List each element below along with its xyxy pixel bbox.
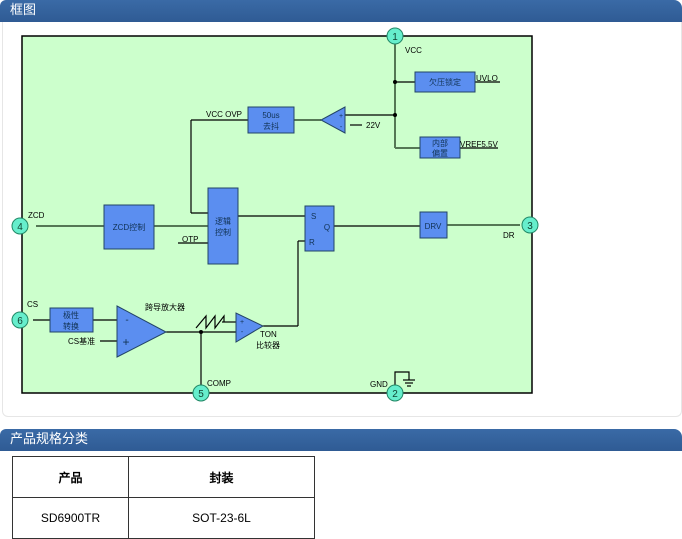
pin-2-number: 2: [392, 389, 398, 400]
vcc-label: VCC: [405, 46, 422, 55]
debounce-block: [247, 106, 295, 134]
cs-pin-label: CS: [27, 300, 38, 309]
cs-ref-label: CS基准: [68, 336, 95, 346]
spec-table: 产品 封装 SD6900TR SOT-23-6L: [12, 456, 315, 539]
pin-4: [11, 217, 29, 235]
ovp-plus: +: [339, 113, 343, 120]
uvlo-signal: UVLO: [476, 74, 498, 83]
amp-minus: -: [125, 315, 128, 326]
ton-label-1: TON: [260, 330, 277, 339]
ton-plus: +: [240, 319, 244, 326]
bias-label-2: 偏置: [432, 148, 448, 158]
cell-package: SOT-23-6L: [128, 497, 315, 539]
uvlo-block: [414, 71, 476, 93]
block-diagram-title: 框图: [10, 3, 37, 18]
table-row: SD6900TR SOT-23-6L: [12, 497, 315, 539]
dr-pin-label: DR: [503, 231, 515, 240]
pin-2: [386, 384, 404, 402]
pin-3-number: 3: [527, 221, 533, 232]
latch-s-label: S: [311, 212, 316, 221]
vref-signal: VREF5.5V: [460, 140, 498, 149]
ton-label-2: 比较器: [256, 340, 280, 350]
amp-plus: +: [122, 335, 129, 349]
drv-block: [419, 211, 448, 239]
spec-table-header: 产品 封装: [12, 456, 315, 498]
polarity-convert-block: [49, 307, 94, 333]
spec-section-header: 产品规格分类: [0, 429, 682, 451]
header-product: 产品: [12, 456, 129, 498]
vcc-ovp-label: VCC OVP: [206, 110, 242, 119]
block-diagram: 欠压锁定 内部 偏置 50us 去抖 ZCD控制 逻辑 控制 DRV 极性 转换…: [11, 27, 539, 402]
polarity-label-1: 极性: [63, 310, 79, 320]
pin-5-number: 5: [198, 389, 204, 400]
block-diagram-section-header: 框图: [0, 0, 682, 22]
logic-control-block: [207, 187, 239, 265]
polarity-label-2: 转换: [63, 321, 79, 331]
debounce-label-2: 去抖: [263, 121, 279, 131]
sr-latch-block: [304, 205, 335, 252]
latch-q-label: Q: [324, 223, 330, 232]
comp-pin-label: COMP: [207, 379, 231, 388]
internal-bias-block: [419, 136, 461, 159]
wires: [33, 36, 520, 387]
pin-1-number: 1: [392, 32, 398, 43]
uvlo-block-label: 欠压锁定: [429, 77, 461, 87]
debounce-label-1: 50us: [262, 111, 279, 120]
gm-amp-label: 跨导放大器: [145, 302, 185, 312]
zcd-control-block: [103, 204, 155, 250]
header-package: 封装: [128, 456, 315, 498]
22v-label: 22V: [366, 121, 381, 130]
pin-5: [192, 384, 210, 402]
pin-6: [11, 311, 29, 329]
bias-label-1: 内部: [432, 138, 448, 148]
transconductance-amp: [116, 305, 168, 358]
gnd-pin-label: GND: [370, 380, 388, 389]
drv-label: DRV: [425, 222, 442, 231]
pin-6-number: 6: [17, 316, 23, 327]
spec-title: 产品规格分类: [10, 432, 89, 447]
ton-minus: -: [241, 329, 244, 336]
ton-comparator: [235, 312, 265, 343]
cell-product: SD6900TR: [12, 497, 129, 539]
pin-4-number: 4: [17, 222, 23, 233]
logic-label-2: 控制: [215, 227, 231, 237]
pin-1: [386, 27, 404, 45]
zcd-pin-label: ZCD: [28, 211, 45, 220]
pin-3: [521, 216, 539, 234]
zcd-control-label: ZCD控制: [113, 222, 145, 232]
logic-label-1: 逻辑: [215, 216, 231, 226]
ovp-comparator: [319, 106, 346, 134]
ovp-minus: -: [340, 124, 343, 131]
latch-r-label: R: [309, 238, 315, 247]
otp-label: OTP: [182, 235, 198, 244]
